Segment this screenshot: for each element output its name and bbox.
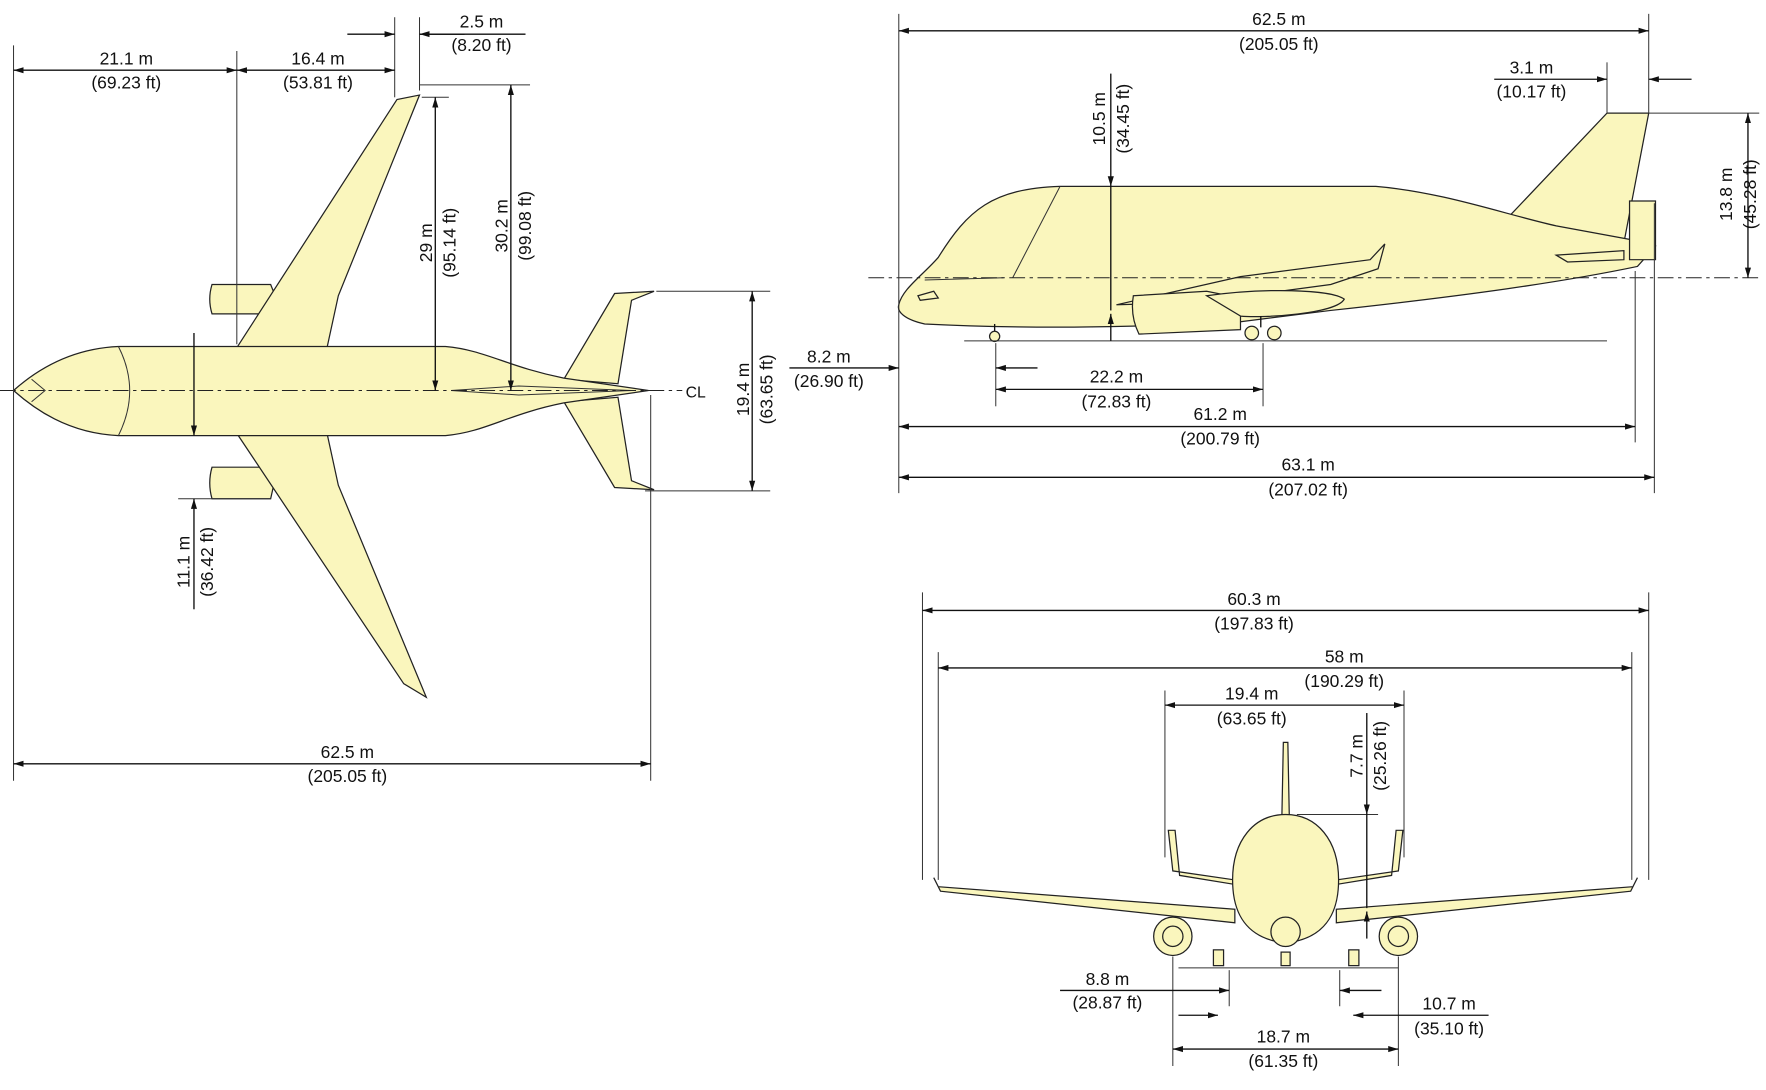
dim-wingtip-chord-ft: (8.20 ft)	[451, 35, 511, 55]
dim-fuselage-height-m: 7.7 m	[1346, 734, 1366, 778]
dim-overall-length-ft: (207.02 ft)	[1268, 479, 1348, 499]
dim-engine-track-m: 18.7 m	[1257, 1026, 1310, 1046]
dim-engine-track-ft: (61.35 ft)	[1248, 1051, 1318, 1071]
dim-nose-to-gear-ft: (26.90 ft)	[794, 371, 864, 391]
dim-engine-spacing-m: 11.1 m	[173, 536, 193, 588]
dim-wingspan-inner-m: 58 m	[1325, 646, 1364, 666]
main-gear-wheel	[1244, 325, 1260, 341]
wing-lower	[235, 432, 428, 699]
top-view: CL 21.1 m (69.23 ft) 16.4 m (53.81 ft) 2…	[0, 11, 776, 786]
dim-side-length-m: 62.5 m	[1252, 9, 1305, 29]
fairing-side	[1204, 289, 1346, 318]
dim-tailplane-span-front-ft: (63.65 ft)	[1217, 708, 1287, 728]
dim-wingspan-m: 60.3 m	[1227, 589, 1280, 609]
dim-fin-tip-chord-m: 3.1 m	[1510, 58, 1554, 78]
dim-fin-height-m: 13.8 m	[1716, 168, 1736, 221]
dim-top-length-m: 62.5 m	[321, 742, 374, 762]
stabilizer-side	[1554, 250, 1625, 263]
dim-semispan-ft: (95.14 ft)	[440, 208, 460, 278]
wing-right-front	[1335, 877, 1638, 924]
fuselage-top	[12, 345, 649, 437]
stabilizer-left-front	[1167, 829, 1236, 886]
dim-wing-sweep-ft: (53.81 ft)	[283, 72, 353, 92]
dim-fuselage-height-ft: (25.26 ft)	[1370, 721, 1390, 791]
dim-wingspan-inner-ft: (190.29 ft)	[1304, 671, 1384, 691]
top-view-aircraft	[12, 94, 655, 699]
dim-wingspan-ft: (197.83 ft)	[1214, 614, 1294, 634]
dim-wingtip-chord-m: 2.5 m	[460, 11, 504, 31]
dim-nose-to-wing-ft: (69.23 ft)	[91, 72, 161, 92]
dim-half-span-ft: (99.08 ft)	[515, 191, 535, 261]
dim-fuselage-length-ft: (200.79 ft)	[1180, 429, 1260, 449]
dim-fin-tip-chord-ft: (10.17 ft)	[1496, 81, 1566, 101]
dim-nose-to-gear-m: 8.2 m	[807, 346, 851, 366]
wing-left-front	[933, 877, 1236, 924]
dim-fuselage-length-m: 61.2 m	[1193, 404, 1246, 424]
dim-overall-length-m: 63.1 m	[1281, 455, 1334, 475]
dim-side-length-ft: (205.05 ft)	[1239, 34, 1319, 54]
dim-tailplane-span-m: 19.4 m	[733, 363, 753, 416]
dim-wheelbase-m: 22.2 m	[1090, 367, 1143, 387]
dim-engine-spacing-ft: (36.42 ft)	[197, 527, 217, 597]
dim-wing-sweep-m: 16.4 m	[291, 49, 344, 69]
centerline-symbol: CL	[686, 384, 706, 401]
dim-nose-to-wing-m: 21.1 m	[100, 49, 153, 69]
stabilizer-lower	[562, 396, 655, 491]
fuselage-side	[897, 185, 1657, 328]
dim-tailplane-span-ft: (63.65 ft)	[756, 354, 776, 424]
stabilizer-upper	[562, 290, 655, 385]
dim-fin-height-ft: (45.28 ft)	[1740, 159, 1760, 229]
wing-upper	[235, 94, 421, 349]
front-view: 60.3 m (197.83 ft) 58 m (190.29 ft) 19.4…	[921, 589, 1650, 1071]
side-view: 62.5 m (205.05 ft) 3.1 m (10.17 ft) 10.5…	[789, 9, 1760, 499]
dim-wheelbase-ft: (72.83 ft)	[1081, 391, 1151, 411]
dim-tailplane-span-front-m: 19.4 m	[1225, 683, 1278, 703]
main-gear-wheel	[1266, 325, 1282, 341]
dim-half-span-m: 30.2 m	[491, 199, 511, 252]
dim-main-gear-track-m: 10.7 m	[1422, 994, 1475, 1014]
dim-semispan-m: 29 m	[416, 223, 436, 262]
dim-fuselage-width-ft: (28.87 ft)	[1072, 992, 1142, 1012]
dim-cargo-height-m: 10.5 m	[1089, 92, 1109, 145]
side-view-aircraft	[897, 112, 1657, 343]
front-view-aircraft	[933, 741, 1638, 967]
stabilizer-right-front	[1335, 829, 1404, 886]
tail-cone	[1628, 200, 1657, 261]
nose-gear-wheel	[988, 330, 1001, 343]
dim-fuselage-width-m: 8.8 m	[1086, 969, 1130, 989]
fuselage-front	[1231, 813, 1340, 944]
dim-top-length-ft: (205.05 ft)	[308, 766, 388, 786]
dim-cargo-height-ft: (34.45 ft)	[1113, 84, 1133, 154]
dim-main-gear-track-ft: (35.10 ft)	[1414, 1018, 1484, 1038]
